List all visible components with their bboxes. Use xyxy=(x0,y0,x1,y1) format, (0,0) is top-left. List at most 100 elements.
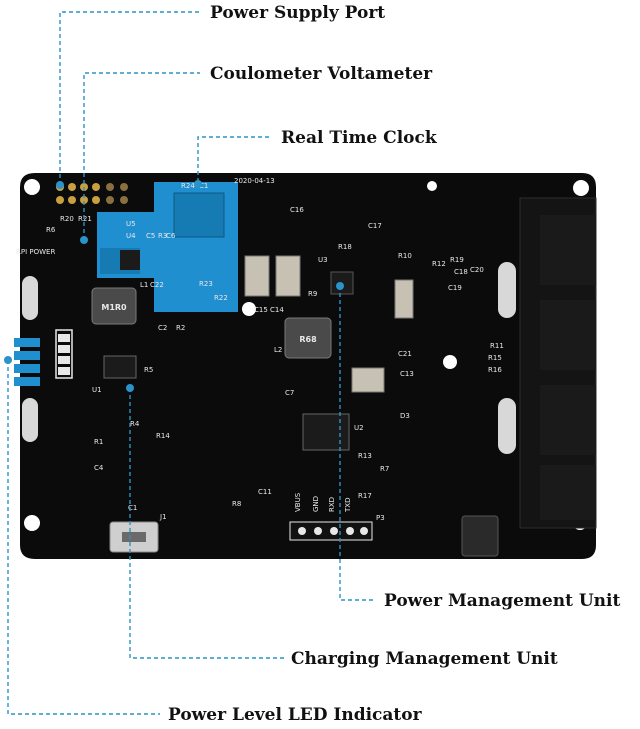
callout-coulometer-voltameter: Coulometer Voltameter xyxy=(210,64,433,84)
silk-r14: R14 xyxy=(156,432,170,440)
silk-r16: R16 xyxy=(488,366,502,374)
silk-u1: U1 xyxy=(92,386,102,394)
silk-r2: R2 xyxy=(176,324,185,332)
leader-lines xyxy=(7,11,375,715)
silk-c19: C19 xyxy=(448,284,462,292)
silk-r12: R12 xyxy=(432,260,446,268)
ic-rtc xyxy=(120,250,140,270)
mounting-hole xyxy=(573,180,589,196)
mounting-hole xyxy=(443,355,457,369)
capacitor xyxy=(244,255,270,297)
silk-r9: R9 xyxy=(308,290,317,298)
silk-r13: R13 xyxy=(358,452,372,460)
silk-c20: C20 xyxy=(470,266,484,274)
silk-r15: R15 xyxy=(488,354,502,362)
capacitor xyxy=(394,279,414,319)
silk-c16: C16 xyxy=(290,206,304,214)
silk-r3: R3 xyxy=(158,232,167,240)
silk-c13: C13 xyxy=(400,370,414,378)
highlight-region xyxy=(97,182,238,312)
silkscreen-labels: 2020-04-13 RPI POWER R20 R21 R6 U5 U4 C5… xyxy=(16,177,504,522)
inductor-l1 xyxy=(91,287,137,325)
silk-r6: R6 xyxy=(46,226,56,234)
marker-dot xyxy=(194,180,202,188)
silk-c18: C18 xyxy=(454,268,468,276)
battery-clip xyxy=(22,276,38,320)
silk-r7: R7 xyxy=(380,465,389,473)
silk-c11: C11 xyxy=(258,488,272,496)
silk-c7: C7 xyxy=(285,389,294,397)
marker-dot xyxy=(126,384,134,392)
silk-r11: R11 xyxy=(490,342,504,350)
capacitor xyxy=(275,255,301,297)
mounting-hole xyxy=(242,302,256,316)
callout-power-level-led-indicator: Power Level LED Indicator xyxy=(168,705,423,725)
silk-u5: U5 xyxy=(126,220,136,228)
silk-u2: U2 xyxy=(354,424,364,432)
side-switch xyxy=(461,515,499,557)
marker-dot xyxy=(80,236,88,244)
silk-j1: J1 xyxy=(159,513,167,521)
mounting-hole xyxy=(24,515,40,531)
silk-r4: R4 xyxy=(130,420,140,428)
marker-dot xyxy=(56,181,64,189)
inductor-l2-marking: R68 xyxy=(299,335,317,344)
silk-d3: D3 xyxy=(400,412,410,420)
silk-c1: C1 xyxy=(128,504,137,512)
silk-c2: C2 xyxy=(158,324,167,332)
capacitor xyxy=(351,367,385,393)
p3-pin-gnd: GND xyxy=(312,496,320,512)
silk-c14: C14 xyxy=(270,306,284,314)
silk-u3: U3 xyxy=(318,256,328,264)
battery-clip xyxy=(498,262,516,318)
inductor-l1-marking: M1R0 xyxy=(101,303,127,312)
silk-r23: R23 xyxy=(199,280,213,288)
silk-r10: R10 xyxy=(398,252,412,260)
silk-c5: C5 xyxy=(146,232,155,240)
ic-u2 xyxy=(302,413,350,451)
silk-r21: R21 xyxy=(78,215,92,223)
silk-l1: L1 xyxy=(140,281,148,289)
battery-level-indicator xyxy=(14,329,73,386)
callout-power-supply-port: Power Supply Port xyxy=(210,3,385,23)
silk-r8: R8 xyxy=(232,500,241,508)
rpi-power-label: RPI POWER xyxy=(16,248,55,256)
silk-r24: R24 xyxy=(181,182,195,190)
silk-r19: R19 xyxy=(450,256,464,264)
silk-c21: C21 xyxy=(398,350,412,358)
silk-r22: R22 xyxy=(214,294,228,302)
silk-c4: C4 xyxy=(94,464,104,472)
silk-c1-top: C1 xyxy=(199,182,208,190)
silk-p3: P3 xyxy=(376,514,385,522)
mounting-hole xyxy=(427,181,437,191)
ic-u1 xyxy=(103,355,137,379)
silk-c17: C17 xyxy=(368,222,382,230)
silk-r5: R5 xyxy=(144,366,153,374)
leader-cmu xyxy=(129,388,285,659)
silk-r1: R1 xyxy=(94,438,103,446)
battery-clip xyxy=(498,398,516,454)
leader-rtc xyxy=(197,136,272,182)
callout-charging-management-unit: Charging Management Unit xyxy=(291,649,558,669)
date-code: 2020-04-13 xyxy=(234,177,275,185)
silk-r18: R18 xyxy=(338,243,352,251)
silk-c22: C22 xyxy=(150,281,164,289)
callout-real-time-clock: Real Time Clock xyxy=(281,128,438,148)
mounting-hole xyxy=(24,179,40,195)
inductor-l2 xyxy=(284,317,332,359)
leader-pmu xyxy=(339,286,375,601)
silk-r20: R20 xyxy=(60,215,74,223)
marker-dot xyxy=(336,282,344,290)
p3-pin-txd: TXD xyxy=(344,498,352,513)
silk-u4: U4 xyxy=(126,232,136,240)
silk-c6: C6 xyxy=(166,232,176,240)
p3-pin-vbus: VBUS xyxy=(294,492,302,512)
silk-l2: L2 xyxy=(274,346,282,354)
leader-led xyxy=(7,360,160,715)
callout-power-management-unit: Power Management Unit xyxy=(384,591,620,611)
leader-power-supply xyxy=(59,11,200,185)
p3-pin-rxd: RXD xyxy=(328,497,336,512)
marker-dot xyxy=(4,356,12,364)
silk-c15: C15 xyxy=(254,306,268,314)
